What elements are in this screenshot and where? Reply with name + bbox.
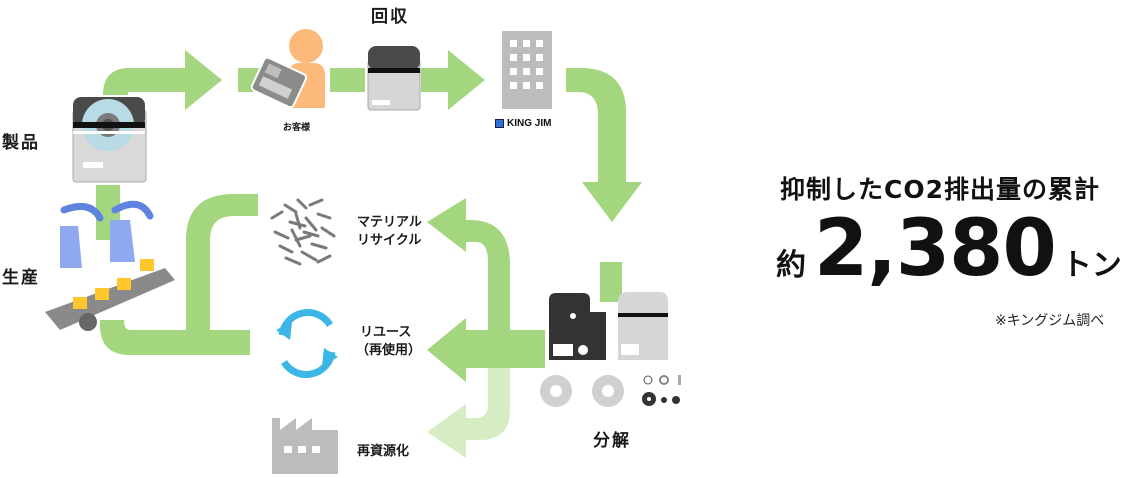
reuse-cycle-icon — [276, 309, 338, 378]
disassembled-parts-icon — [540, 292, 681, 407]
label-customer: お客様 — [283, 123, 311, 133]
label-product: 製品 — [2, 133, 40, 153]
tape-cassette-icon — [70, 95, 150, 185]
factory-icon — [272, 418, 338, 474]
label-collection: 回収 — [371, 7, 409, 27]
label-production: 生産 — [2, 268, 40, 288]
stat-value-row: 約 2,380 トン — [776, 210, 1122, 288]
arrow-to-reuse — [427, 318, 545, 382]
label-material-recycle-line1: マテリアル — [357, 215, 422, 230]
label-reuse-line2: （再使用） — [356, 343, 422, 358]
collected-tape-icon — [365, 46, 421, 112]
arrow-to-resource — [427, 368, 510, 458]
stat-title: 抑制したCO2排出量の累計 — [780, 175, 1100, 204]
company-name: KING JIM — [507, 118, 552, 129]
arrow-production-loop — [100, 194, 258, 355]
logo-mark-icon — [495, 119, 504, 128]
production-line-icon — [45, 200, 175, 331]
company-logo: KING JIM — [495, 118, 551, 129]
company-building-icon — [502, 31, 552, 109]
label-reuse: リユース （再使用） — [356, 324, 421, 360]
label-resource: 再資源化 — [357, 444, 410, 459]
label-material-recycle-line2: リサイクル — [357, 233, 422, 248]
label-disassembly: 分解 — [593, 431, 631, 451]
arrow-company-to-disassembly — [566, 68, 642, 222]
stat-number: 2,380 — [814, 204, 1057, 294]
arrow-customer-to-company — [330, 50, 485, 110]
recycled-pellets-icon — [270, 198, 336, 266]
label-material-recycle: マテリアル リサイクル — [357, 214, 422, 250]
stat-note: ※キングジム調べ — [995, 313, 1105, 329]
label-reuse-line1: リユース — [360, 325, 412, 340]
stat-unit: トン — [1061, 248, 1122, 283]
arrow-to-material-recycle — [427, 198, 545, 358]
stat-prefix: 約 — [776, 248, 806, 283]
customer-icon — [250, 29, 325, 109]
